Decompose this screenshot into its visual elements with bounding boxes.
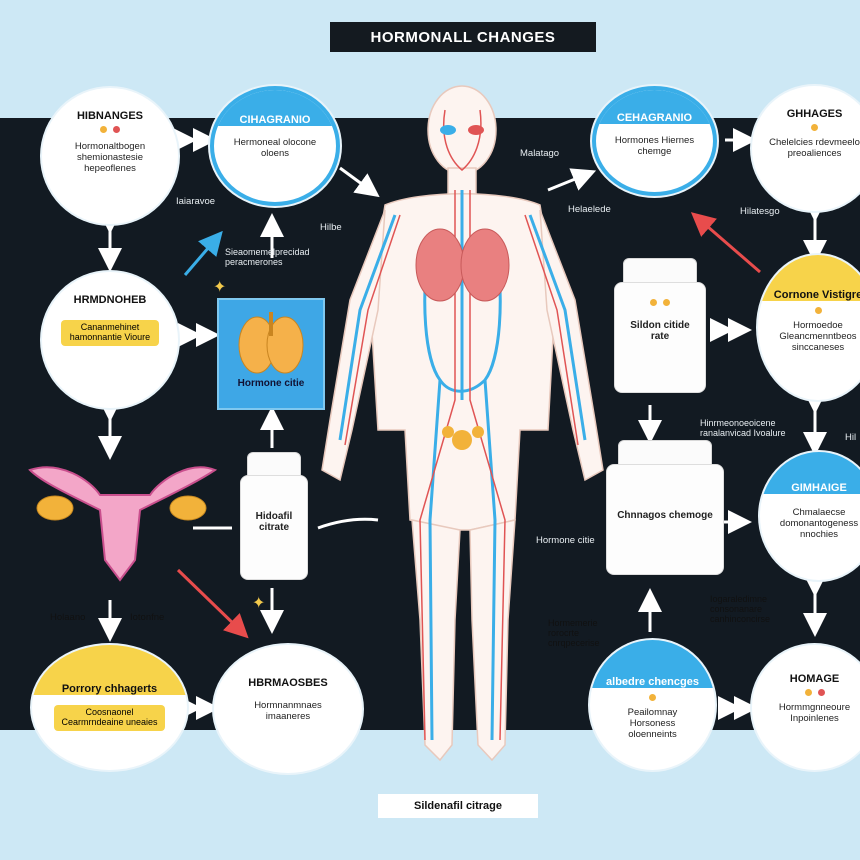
label-malatago: Malatago bbox=[520, 148, 560, 159]
label-sieaomemel: Sieaomemelprecidad peracmerones bbox=[225, 247, 310, 267]
circle-homage: HOMAGE Hormmgnneoure Inpoinlenes bbox=[752, 645, 860, 770]
page-title: HORMONALL CHANGES bbox=[330, 22, 596, 52]
svg-text:✦: ✦ bbox=[252, 595, 265, 612]
footer-caption: Sildenafil citrage bbox=[378, 794, 538, 818]
label-hilatesgo: Hilatesgo bbox=[740, 206, 780, 217]
circle-hbrmaosbes: HBRMAOSBES Hormnanmnaes imaaneres bbox=[214, 645, 362, 773]
pill-bottle-hidoafil: Hidoafil citrate bbox=[240, 452, 308, 580]
circle-hibnanges: HIBNANGES Hormonaltbogen shemionastesie … bbox=[42, 88, 178, 224]
svg-text:✦: ✦ bbox=[213, 279, 226, 296]
circle-albedre-chencges: albedre chencges Peailomnay Horsoness ol… bbox=[590, 640, 715, 770]
circle-cihagranio: CIHAGRANIO Hermoneal olocone oloens bbox=[210, 86, 340, 206]
label-iogaraledimne: Iogaraledimne consonanare canhinconcirse bbox=[710, 594, 771, 624]
circle-cornone-vistigre: Cornone Vistigre Hormoedoe Gleancmenntbe… bbox=[758, 255, 860, 400]
lung-label: Hormone citie bbox=[237, 378, 305, 389]
label-holaano: Holaano bbox=[50, 612, 86, 623]
circle-hrmdnoheb: HRMDNOHEB Cananmehinet hamonnantie Viour… bbox=[42, 272, 178, 408]
label-hilbe: Hilbe bbox=[320, 222, 342, 233]
circle-cehagranio: CEHAGRANIO Hormones Hiernes chemge bbox=[592, 86, 717, 196]
label-hil: Hil bbox=[845, 432, 857, 443]
circle-ghhages: GHHAGES Chelelcies rdevmeelo preoalience… bbox=[752, 86, 860, 211]
circle-gimhaige: GIMHAIGE Chmalaecse domonantogeness nnoc… bbox=[760, 452, 860, 580]
label-hormemerie: Hormemerie rorocrte cnrqpecerise bbox=[548, 618, 600, 648]
lung-panel: Hormone citie bbox=[217, 298, 325, 410]
label-hormone-citie: Hormone citie bbox=[536, 535, 595, 546]
circle-porrory-chhagerts: Porrory chhagerts Coosnaonel Cearmrndeai… bbox=[32, 645, 187, 770]
label-helaelede: Helaelede bbox=[568, 204, 611, 215]
pill-bottle-chnnagos: Chnnagos chemoge bbox=[606, 440, 724, 575]
pill-bottle-sildon: Sildon citide rate bbox=[614, 258, 706, 393]
lung-icon bbox=[238, 312, 304, 374]
label-iaiaravoe: Iaiaravoe bbox=[176, 196, 216, 207]
label-iotonfne: Iotonfne bbox=[130, 612, 165, 623]
label-hinrmeonoe: Hinrmeonoeoicene ranalanvicad Ivoalure bbox=[700, 418, 786, 438]
